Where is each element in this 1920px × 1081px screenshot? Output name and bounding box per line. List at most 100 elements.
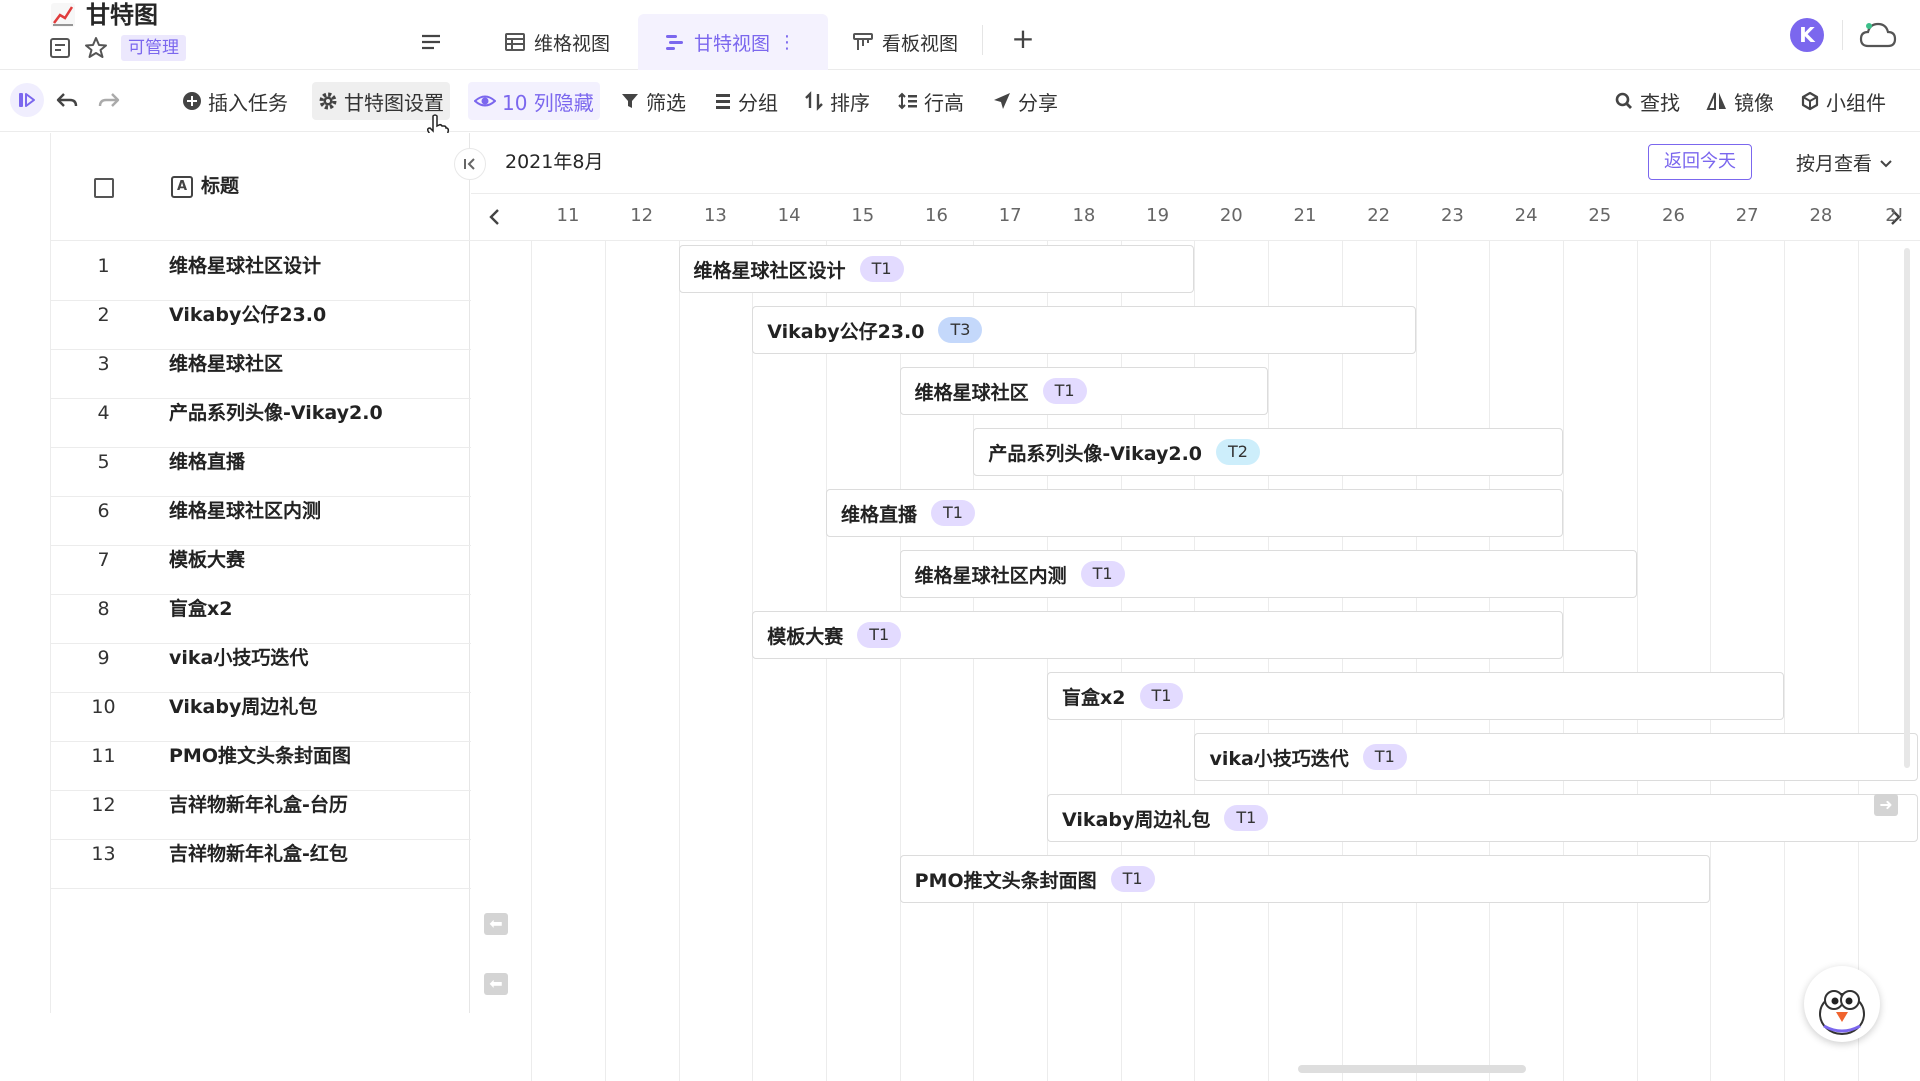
day-label: 11 [556,205,580,226]
add-view-button[interactable]: + [1011,22,1035,55]
jump-right-arrow-icon[interactable]: ➜ [1874,794,1898,816]
day-gridline [752,241,754,1081]
task-name: 产品系列头像-Vikay2.0 [988,442,1203,465]
header-separator [1842,20,1843,50]
mascot-helper-button[interactable] [1804,966,1880,1042]
chevron-right-icon[interactable] [1884,205,1906,229]
day-label: 25 [1588,205,1612,226]
day-gridline [1784,241,1786,1081]
day-gridline [825,241,827,1081]
chevron-left-icon[interactable] [484,205,506,229]
day-label: 18 [1072,205,1096,226]
description-icon[interactable] [48,36,72,60]
hidden-columns-button[interactable]: 10 列隐藏 [468,82,600,120]
eye-icon [474,95,496,107]
kanban-view-icon [853,33,873,50]
month-label: 2021年8月 [505,151,604,173]
mirror-icon [1706,92,1726,110]
undo-icon[interactable] [54,88,80,112]
vertical-scrollbar[interactable] [1904,248,1910,768]
more-dots-icon[interactable]: ⋮ [778,31,796,53]
avatar[interactable]: K [1790,18,1824,52]
day-label: 12 [630,205,654,226]
jump-left-arrow-icon[interactable]: ⬅ [484,973,508,995]
gantt-settings-button[interactable]: 甘特图设置 [312,82,450,120]
tab-kanban-view[interactable]: 看板视图 [840,14,980,70]
sort-button[interactable]: 排序 [798,82,876,120]
gear-icon [319,92,337,110]
row-title: 盲盒x2 [169,598,233,620]
select-all-checkbox[interactable] [94,178,114,198]
row-number: 11 [91,745,116,767]
mirror-button[interactable]: 镜像 [1700,82,1780,120]
back-to-today-button[interactable]: 返回今天 [1648,144,1752,180]
search-icon [1615,92,1632,109]
insert-task-label: 插入任务 [208,90,288,115]
sidebar-toggle-button[interactable] [10,83,44,117]
day-label: 17 [998,205,1022,226]
view-mode-select[interactable]: 按月查看 [1796,150,1894,178]
row-title: PMO推文头条封面图 [169,745,351,767]
mirror-label: 镜像 [1734,90,1774,115]
row-number: 10 [91,696,116,718]
jump-left-arrow-icon[interactable]: ⬅ [484,913,508,935]
menu-icon[interactable] [418,30,444,54]
title-column-header[interactable]: 标题 [201,175,240,197]
star-icon[interactable] [84,36,108,60]
group-label: 分组 [738,90,778,115]
group-icon [716,94,730,109]
tab-label: 看板视图 [882,32,959,55]
line-chart-icon [51,3,75,27]
task-name: Vikaby公仔23.0 [767,320,925,343]
tab-grid-view[interactable]: 维格视图 [492,14,632,70]
tab-gantt-view[interactable]: 甘特视图 ⋮ [638,14,828,70]
table-row[interactable]: 11 PMO推文头条封面图 [51,731,471,791]
task-tag: T1 [1042,378,1087,404]
send-icon [994,93,1010,109]
task-name: Vikaby周边礼包 [1062,808,1211,831]
row-height-button[interactable]: 行高 [892,82,970,120]
text-field-icon: A [171,176,193,198]
insert-task-button[interactable]: 插入任务 [176,82,294,120]
cloud-icon[interactable] [1858,18,1898,52]
day-gridline [1047,241,1049,1081]
day-label: 2! [1885,205,1904,226]
day-gridline [678,241,680,1081]
chevron-down-icon [1880,160,1892,168]
row-title: 维格星球社区内测 [169,500,322,522]
share-button[interactable]: 分享 [986,82,1064,120]
filter-button[interactable]: 筛选 [614,82,692,120]
row-title: 产品系列头像-Vikay2.0 [169,402,383,424]
horizontal-scrollbar[interactable] [1298,1065,1526,1073]
day-gridline [1710,241,1712,1081]
group-button[interactable]: 分组 [708,82,784,120]
search-button[interactable]: 查找 [1608,82,1686,120]
widget-button[interactable]: 小组件 [1794,82,1892,120]
redo-icon[interactable] [96,88,122,112]
collapse-grid-button[interactable] [454,148,486,180]
